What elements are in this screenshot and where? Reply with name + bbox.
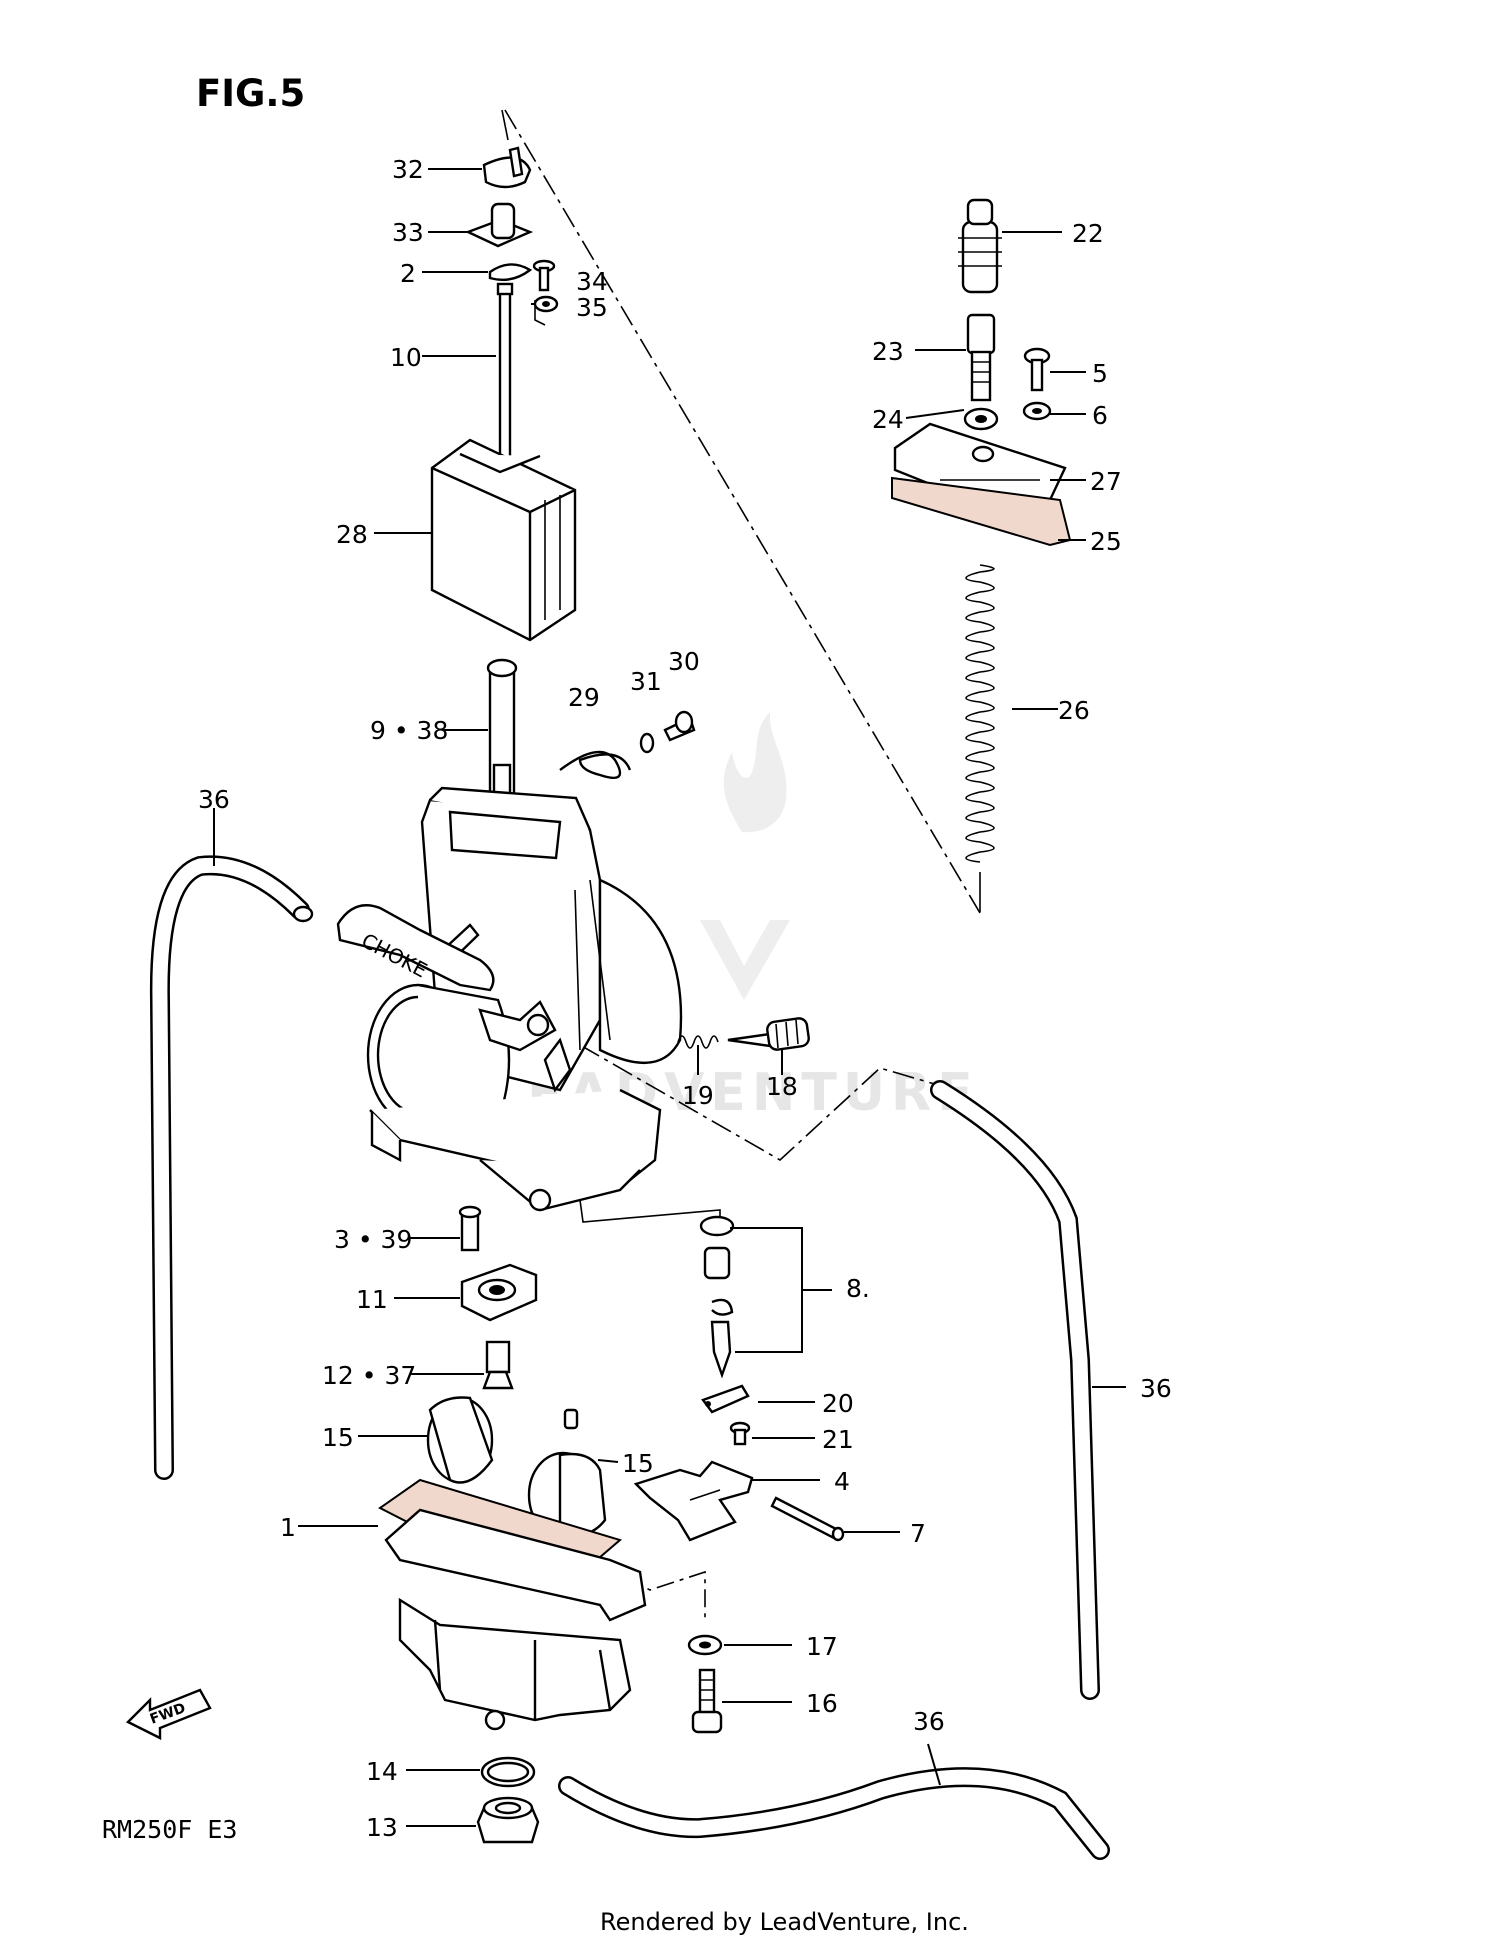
part-20-arm (701, 1384, 750, 1414)
part-9-38-needle-jet (486, 658, 518, 810)
callout-33: 33 (392, 218, 424, 247)
part-11-needle-jet-holder (460, 1263, 538, 1322)
callout-labels: 32 33 2 34 35 10 28 9 • 38 29 31 30 22 2… (198, 155, 1172, 1842)
part-32-cap (482, 146, 532, 189)
callout-18: 18 (766, 1072, 798, 1101)
part-22-cap (958, 198, 1002, 294)
part-36-vent-hose-right (930, 1080, 1100, 1700)
part-36-vent-hose-bottom (558, 1767, 1110, 1860)
callout-19: 19 (682, 1081, 714, 1110)
float-pin-cap (563, 1408, 579, 1430)
callout-25: 25 (1090, 527, 1122, 556)
callout-24: 24 (872, 405, 904, 434)
callout-11: 11 (356, 1285, 388, 1314)
part-21-screw (729, 1421, 751, 1446)
part-6-washer (1022, 401, 1052, 421)
callout-23: 23 (872, 337, 904, 366)
fwd-arrow-icon: FWD (125, 1688, 212, 1740)
part-8-needle-valve-set (699, 1215, 832, 1379)
part-33-plate (464, 202, 534, 248)
callout-29: 29 (568, 683, 600, 712)
part-13-drain-plug (476, 1796, 540, 1844)
part-1-float-bowl (378, 1478, 647, 1731)
choke-lever: CHOKE (336, 904, 495, 992)
figure-title: FIG.5 (196, 72, 305, 115)
callout-28: 28 (336, 520, 368, 549)
callout-30: 30 (668, 647, 700, 676)
part-18-pilot-screw (727, 1017, 810, 1051)
part-17-washer (687, 1634, 723, 1656)
part-4-float-arm (633, 1460, 754, 1542)
callout-13: 13 (366, 1813, 398, 1842)
callout-36-left: 36 (198, 785, 230, 814)
part-5-screw (1023, 347, 1051, 392)
callout-26: 26 (1058, 696, 1090, 725)
callout-3-39: 3 • 39 (334, 1225, 412, 1254)
part-7-float-pin (770, 1496, 845, 1542)
callout-9-38: 9 • 38 (370, 716, 448, 745)
part-26-spring (965, 564, 995, 912)
callout-32: 32 (392, 155, 424, 184)
callout-36-bottom: 36 (913, 1707, 945, 1736)
callout-2: 2 (400, 259, 416, 288)
callout-22: 22 (1072, 219, 1104, 248)
part-10-jet-needle (496, 282, 514, 481)
part-30-31-screw-washer (639, 710, 696, 754)
callout-4: 4 (834, 1467, 850, 1496)
part-36-vent-hose-left (149, 855, 314, 1480)
callout-7: 7 (910, 1519, 926, 1548)
callout-15-left: 15 (322, 1423, 354, 1452)
callout-16: 16 (806, 1689, 838, 1718)
callout-17: 17 (806, 1632, 838, 1661)
callout-35: 35 (576, 293, 608, 322)
callout-12-37: 12 • 37 (322, 1361, 416, 1390)
part-2-clip (488, 263, 533, 281)
part-23-adjuster (966, 313, 996, 402)
part-14-o-ring (480, 1756, 536, 1788)
callout-1: 1 (280, 1513, 296, 1542)
part-29-spring-clip (559, 750, 632, 780)
callout-5: 5 (1092, 359, 1108, 388)
carburetor-body (366, 786, 683, 1212)
part-12-37-main-jet (482, 1340, 514, 1390)
part-28-throttle-valve (430, 438, 577, 642)
part-19-spring (677, 1035, 719, 1049)
callout-21: 21 (822, 1425, 854, 1454)
part-15-float-right (527, 1451, 607, 1539)
part-25-gasket (891, 476, 1072, 547)
part-3-39-pilot-jet (458, 1205, 482, 1252)
part-16-bolt (691, 1668, 723, 1734)
callout-31: 31 (630, 667, 662, 696)
leader-lines (213, 168, 1126, 1827)
callout-6: 6 (1092, 401, 1108, 430)
part-24-washer (963, 407, 999, 431)
callout-10: 10 (390, 343, 422, 372)
callout-8: 8. (846, 1274, 870, 1303)
callout-34: 34 (576, 267, 608, 296)
callout-15-right: 15 (622, 1449, 654, 1478)
footer-credit: Rendered by LeadVenture, Inc. (600, 1908, 969, 1936)
callout-36-right: 36 (1140, 1374, 1172, 1403)
callout-14: 14 (366, 1757, 398, 1786)
part-34-35-screw-washer (532, 259, 559, 313)
callout-20: 20 (822, 1389, 854, 1418)
callout-27: 27 (1090, 467, 1122, 496)
model-code: RM250F E3 (102, 1815, 237, 1844)
part-15-float-left (426, 1396, 494, 1484)
